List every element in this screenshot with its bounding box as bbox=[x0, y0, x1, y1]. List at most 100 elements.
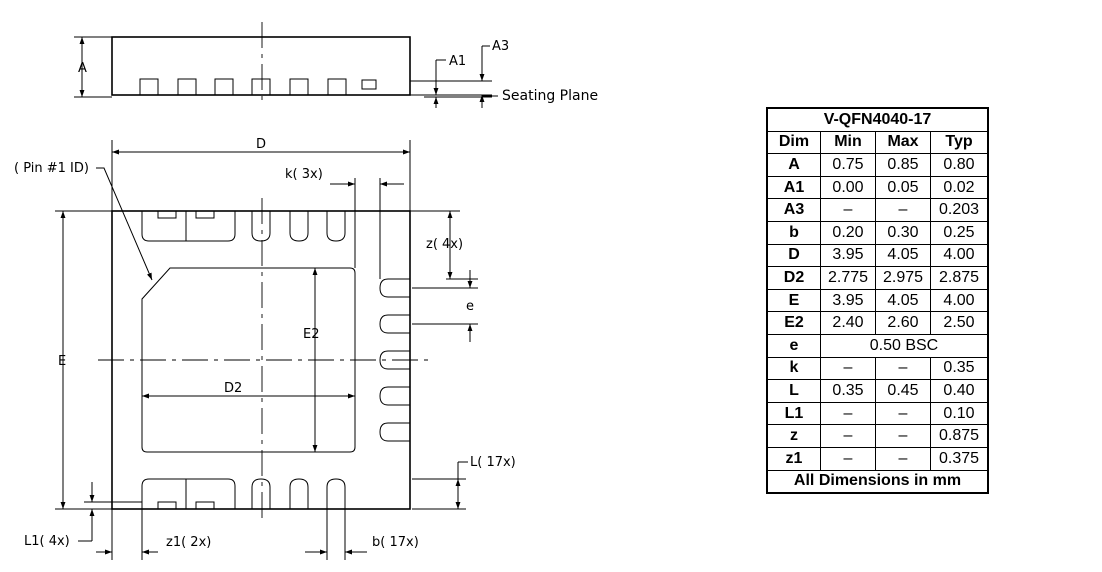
seating-plane-label: Seating Plane bbox=[502, 88, 598, 104]
cell-min: 0.75 bbox=[820, 153, 876, 177]
table-row: L1––0.10 bbox=[766, 401, 989, 426]
right-pads bbox=[379, 278, 410, 442]
cell-max: 0.30 bbox=[875, 220, 931, 245]
dim-A-label: A bbox=[78, 61, 87, 76]
header-min: Min bbox=[820, 130, 876, 155]
cell-typ: 0.02 bbox=[930, 175, 989, 200]
bottom-pads bbox=[141, 478, 346, 510]
cell-max: 2.975 bbox=[875, 266, 931, 290]
dim-D2-label: D2 bbox=[224, 381, 242, 396]
dim-E2-label: E2 bbox=[303, 327, 320, 342]
dim-A3-label: A3 bbox=[492, 39, 509, 54]
dim-z-label: z( 4x) bbox=[426, 237, 463, 252]
cell-max: 0.05 bbox=[875, 175, 931, 200]
cell-dim: A3 bbox=[766, 198, 821, 222]
dim-b-label: b( 17x) bbox=[372, 535, 419, 550]
cell-typ: 0.875 bbox=[930, 424, 989, 448]
cell-typ: 2.875 bbox=[930, 266, 989, 290]
cell-typ: 2.50 bbox=[930, 311, 989, 335]
table-row: z1––0.375 bbox=[766, 446, 989, 471]
cell-min: – bbox=[820, 424, 876, 448]
cell-max: – bbox=[875, 401, 931, 426]
pin1-id-label: ( Pin #1 ID) bbox=[14, 161, 89, 176]
exposed-pad bbox=[141, 267, 356, 453]
cell-typ: 0.10 bbox=[930, 401, 989, 426]
cell-min: – bbox=[820, 446, 876, 471]
dim-E-label: E bbox=[58, 354, 66, 369]
table-row: k––0.35 bbox=[766, 356, 989, 381]
cell-typ: 0.80 bbox=[930, 153, 989, 177]
cell-dim: b bbox=[766, 220, 821, 245]
cell-min: – bbox=[820, 356, 876, 381]
cell-min: – bbox=[820, 198, 876, 222]
table-footer: All Dimensions in mm bbox=[766, 469, 989, 494]
cell-dim: e bbox=[766, 333, 821, 358]
cell-typ: 0.203 bbox=[930, 198, 989, 222]
cell-max: 0.45 bbox=[875, 379, 931, 403]
dim-k-label: k( 3x) bbox=[285, 167, 323, 182]
table-row: z––0.875 bbox=[766, 424, 989, 448]
side-view-leads bbox=[139, 78, 377, 96]
header-dim: Dim bbox=[766, 130, 821, 155]
header-max: Max bbox=[875, 130, 931, 155]
cell-typ: 0.35 bbox=[930, 356, 989, 381]
header-typ: Typ bbox=[930, 130, 989, 155]
cell-dim: k bbox=[766, 356, 821, 381]
cell-dim: L bbox=[766, 379, 821, 403]
cell-dim: z bbox=[766, 424, 821, 448]
cell-typ: 4.00 bbox=[930, 288, 989, 313]
bottom-view: D ( Pin #1 ID) k( 3x) z( 4x) e E2 E D2 bbox=[14, 137, 516, 560]
side-view: A A1 A3 Seating Plane bbox=[74, 22, 598, 108]
cell-dim: z1 bbox=[766, 446, 821, 471]
dim-A1-label: A1 bbox=[449, 54, 466, 69]
table-title: V-QFN4040-17 bbox=[766, 107, 989, 132]
top-pads bbox=[141, 210, 346, 242]
cell-min: 2.775 bbox=[820, 266, 876, 290]
cell-min: 0.00 bbox=[820, 175, 876, 200]
cell-dim: A bbox=[766, 153, 821, 177]
cell-min: 0.20 bbox=[820, 220, 876, 245]
cell-min: 3.95 bbox=[820, 243, 876, 268]
cell-dim: E2 bbox=[766, 311, 821, 335]
cell-max: 2.60 bbox=[875, 311, 931, 335]
cell-dim: D2 bbox=[766, 266, 821, 290]
cell-max: – bbox=[875, 198, 931, 222]
cell-typ: 0.375 bbox=[930, 446, 989, 471]
cell-max: 4.05 bbox=[875, 288, 931, 313]
cell-min: – bbox=[820, 401, 876, 426]
cell-min: 0.35 bbox=[820, 379, 876, 403]
cell-dim: A1 bbox=[766, 175, 821, 200]
cell-max: 4.05 bbox=[875, 243, 931, 268]
cell-min: 3.95 bbox=[820, 288, 876, 313]
dim-D-label: D bbox=[256, 137, 266, 152]
dim-L1-label: L1( 4x) bbox=[24, 534, 70, 549]
cell-dim: E bbox=[766, 288, 821, 313]
dim-L-label: L( 17x) bbox=[470, 455, 516, 470]
cell-typ: 4.00 bbox=[930, 243, 989, 268]
cell-max: 0.85 bbox=[875, 153, 931, 177]
cell-max: – bbox=[875, 424, 931, 448]
cell-max: – bbox=[875, 356, 931, 381]
dim-z1-label: z1( 2x) bbox=[166, 535, 211, 550]
cell-span: 0.50 BSC bbox=[820, 333, 989, 358]
cell-dim: D bbox=[766, 243, 821, 268]
dim-e-label: e bbox=[466, 299, 474, 314]
cell-typ: 0.25 bbox=[930, 220, 989, 245]
cell-max: – bbox=[875, 446, 931, 471]
cell-min: 2.40 bbox=[820, 311, 876, 335]
cell-typ: 0.40 bbox=[930, 379, 989, 403]
table-row: A3––0.203 bbox=[766, 198, 989, 222]
cell-dim: L1 bbox=[766, 401, 821, 426]
